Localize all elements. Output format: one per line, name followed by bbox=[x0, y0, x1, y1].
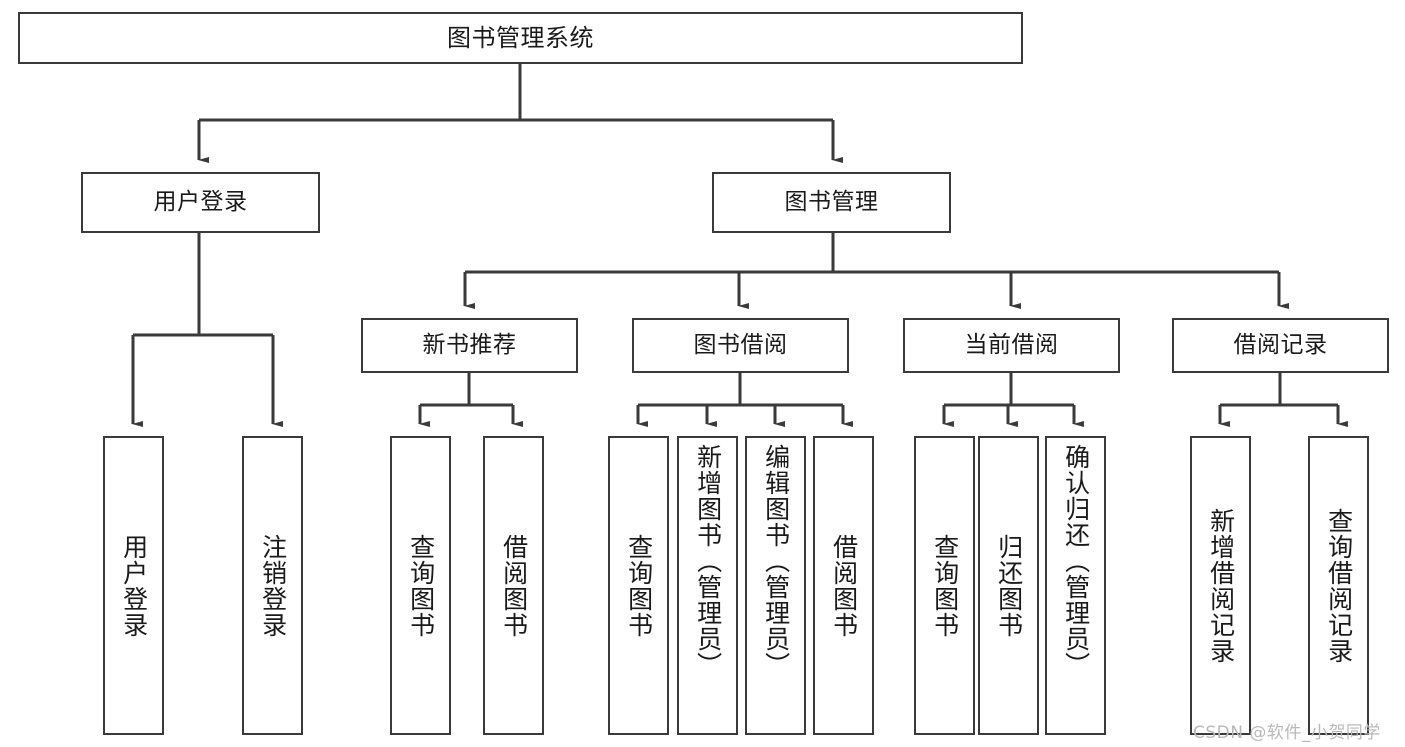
leaf-borrow-query-book[interactable]: 查询图书 bbox=[608, 436, 669, 735]
node-label: 确认归还（管理员） bbox=[1061, 444, 1091, 678]
node-label: 用户登录 bbox=[153, 188, 248, 215]
node-label: 注销登录 bbox=[258, 533, 288, 638]
node-label: 查询图书 bbox=[624, 533, 654, 638]
leaf-borrow-borrow-book[interactable]: 借阅图书 bbox=[813, 436, 874, 735]
leaf-current-return-book[interactable]: 归还图书 bbox=[978, 436, 1039, 735]
node-label: 用户登录 bbox=[119, 533, 149, 638]
leaf-current-confirm-return-admin[interactable]: 确认归还（管理员） bbox=[1045, 436, 1106, 735]
node-label: 图书管理 bbox=[784, 188, 879, 215]
node-borrow-record[interactable]: 借阅记录 bbox=[1172, 318, 1389, 373]
node-label: 查询图书 bbox=[930, 533, 960, 638]
node-label: 新书推荐 bbox=[422, 331, 517, 358]
node-label: 编辑图书（管理员） bbox=[761, 444, 791, 678]
csdn-watermark: CSDN @软件_小贺同学 bbox=[1193, 723, 1381, 743]
leaf-record-add-record[interactable]: 新增借阅记录 bbox=[1190, 436, 1251, 735]
node-user-login[interactable]: 用户登录 bbox=[81, 172, 320, 233]
node-label: 查询借阅记录 bbox=[1324, 507, 1354, 664]
node-label: 借阅记录 bbox=[1233, 331, 1328, 358]
node-label: 图书管理系统 bbox=[447, 23, 594, 52]
node-label: 新增借阅记录 bbox=[1206, 507, 1236, 664]
leaf-recommend-query-book[interactable]: 查询图书 bbox=[390, 436, 451, 735]
node-label: 借阅图书 bbox=[829, 533, 859, 638]
node-book-management[interactable]: 图书管理 bbox=[712, 172, 951, 233]
node-new-book-recommend[interactable]: 新书推荐 bbox=[361, 318, 578, 373]
node-root-system[interactable]: 图书管理系统 bbox=[18, 12, 1023, 64]
leaf-borrow-edit-book-admin[interactable]: 编辑图书（管理员） bbox=[745, 436, 806, 735]
leaf-user-login-login[interactable]: 用户登录 bbox=[103, 436, 164, 735]
node-current-borrow[interactable]: 当前借阅 bbox=[903, 318, 1120, 373]
leaf-record-query-record[interactable]: 查询借阅记录 bbox=[1308, 436, 1369, 735]
node-label: 借阅图书 bbox=[499, 533, 529, 638]
leaf-borrow-add-book-admin[interactable]: 新增图书（管理员） bbox=[677, 436, 738, 735]
node-label: 归还图书 bbox=[994, 533, 1024, 638]
leaf-current-query-book[interactable]: 查询图书 bbox=[914, 436, 975, 735]
node-label: 新增图书（管理员） bbox=[693, 444, 723, 678]
leaf-user-login-logout[interactable]: 注销登录 bbox=[242, 436, 303, 735]
node-label: 当前借阅 bbox=[964, 331, 1059, 358]
leaf-recommend-borrow-book[interactable]: 借阅图书 bbox=[483, 436, 544, 735]
node-book-borrow[interactable]: 图书借阅 bbox=[632, 318, 849, 373]
node-label: 图书借阅 bbox=[693, 331, 788, 358]
node-label: 查询图书 bbox=[406, 533, 436, 638]
